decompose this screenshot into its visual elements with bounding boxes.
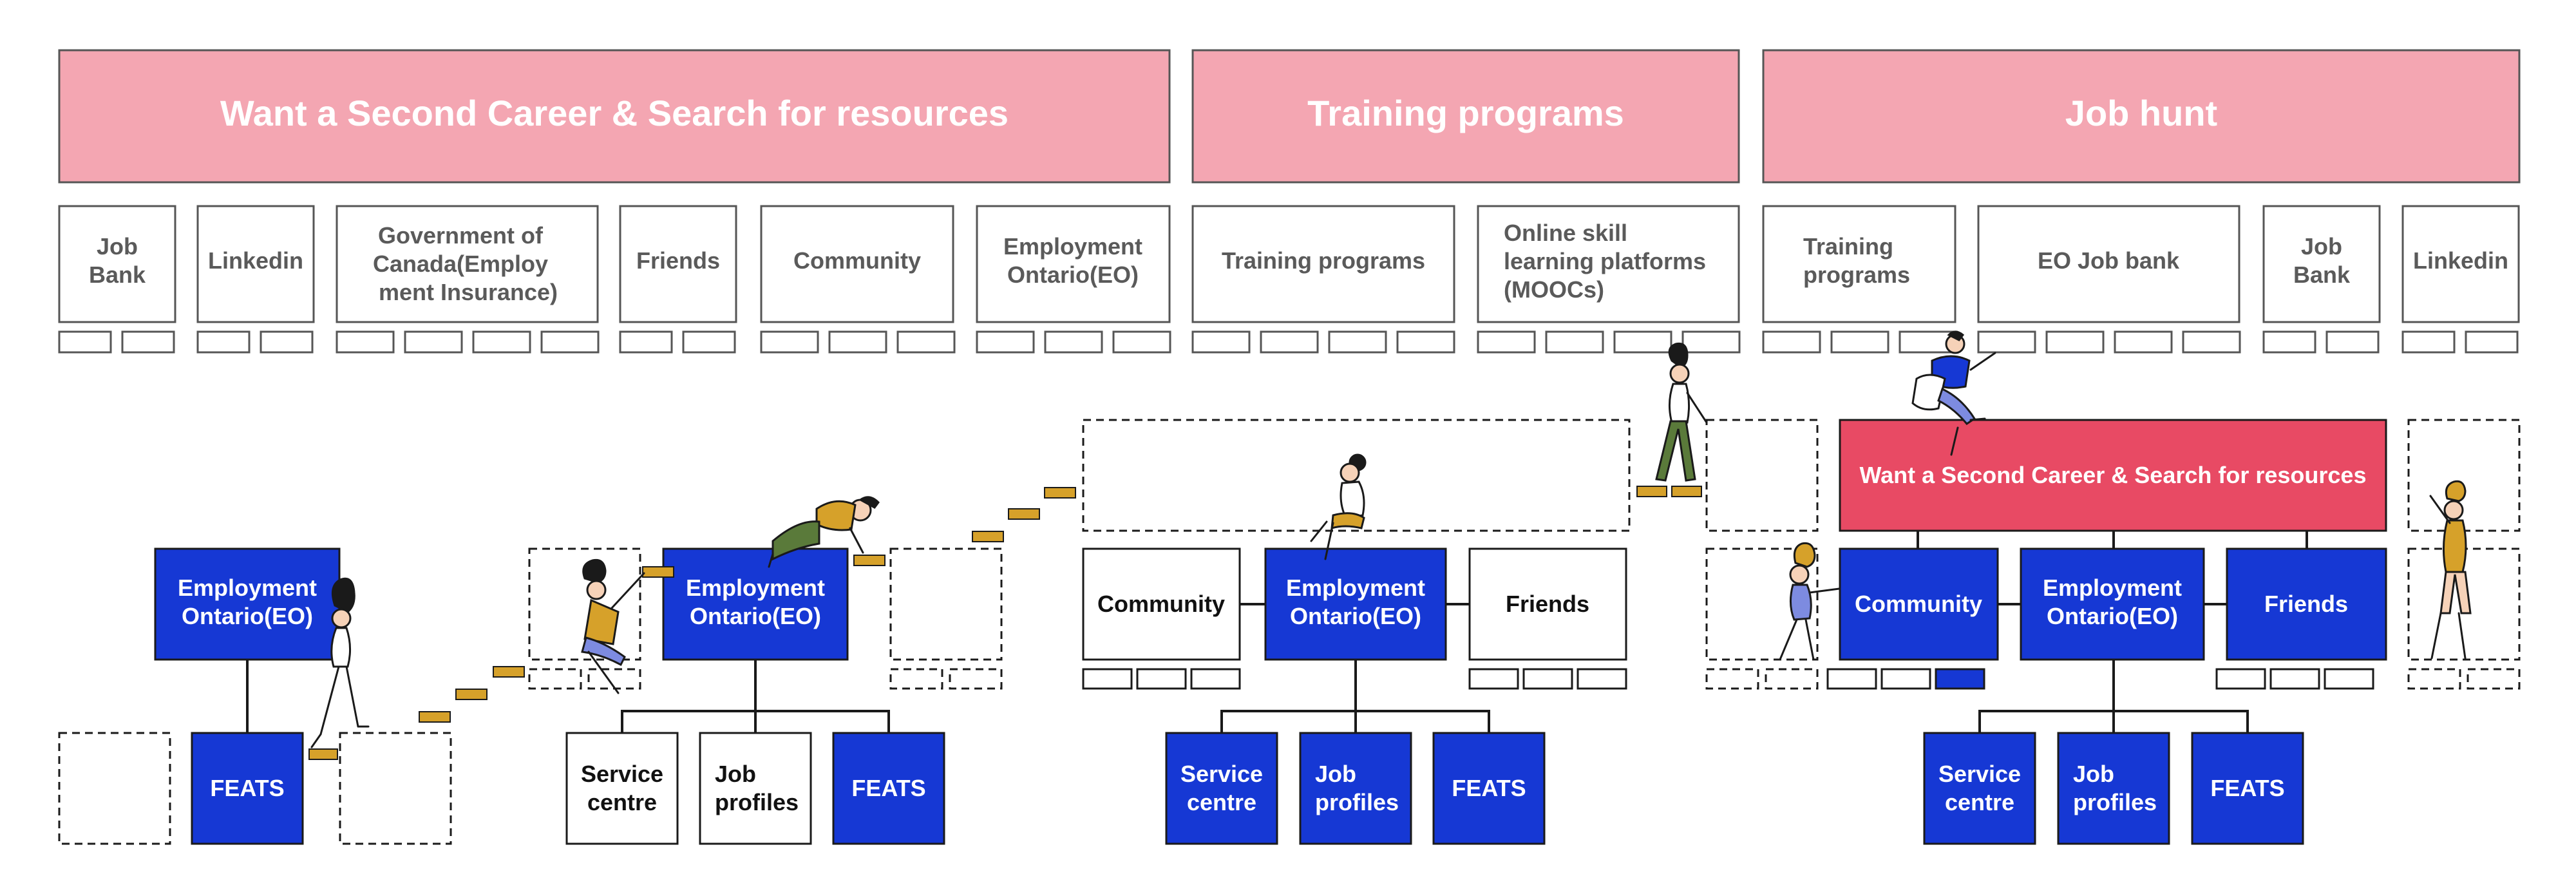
source-label-training-1: Training programs (1222, 247, 1425, 274)
person-climbing-box-icon (1911, 330, 1996, 456)
source-box-government (336, 205, 599, 323)
person-climbing-icon (581, 558, 645, 694)
svg-text:FEATS: FEATS (210, 775, 284, 801)
source-boxes (58, 205, 2520, 323)
source-box-job-bank-2 (2262, 205, 2381, 323)
person-waving-icon (2429, 480, 2472, 660)
node-s4-friends: Friends (2226, 547, 2387, 661)
phase-2-title: Training programs (1307, 93, 1624, 133)
source-box-mooc (1477, 205, 1740, 323)
source-box-training-1 (1191, 205, 1455, 323)
svg-text:Friends: Friends (2264, 591, 2348, 617)
source-label-linkedin-1: Linkedin (208, 247, 303, 274)
source-box-community (760, 205, 954, 323)
connector-lines (246, 531, 2308, 733)
svg-text:Want a Second Career & Search: Want a Second Career & Search for resour… (1860, 462, 2367, 488)
svg-text:Community: Community (1097, 591, 1225, 617)
source-label-linkedin-2: Linkedin (2413, 247, 2508, 274)
person-stepping-icon (1655, 342, 1708, 482)
phase-header-3: Job hunt (1762, 49, 2521, 184)
svg-text:FEATS: FEATS (851, 775, 925, 801)
phase-header-1: Want a Second Career & Search for resour… (58, 49, 1171, 184)
node-s3-community: Community (1082, 547, 1241, 661)
node-s2-feats: FEATS (832, 732, 945, 845)
source-box-linkedin-2 (2401, 205, 2520, 323)
phase-3-title: Job hunt (2065, 93, 2217, 133)
phase-1-title: Want a Second Career & Search for resour… (220, 93, 1009, 133)
source-box-linkedin-1 (196, 205, 315, 323)
phase-header-2: Training programs (1191, 49, 1740, 184)
source-box-training-2 (1762, 205, 1956, 323)
person-pushing-icon (1779, 542, 1841, 661)
person-walking-icon (310, 577, 370, 748)
stair-steps (308, 486, 1702, 760)
source-label-community: Community (793, 247, 921, 274)
svg-text:FEATS: FEATS (2210, 775, 2284, 801)
node-s4-top: Want a Second Career & Search for resour… (1839, 419, 2387, 532)
source-rating-cells (58, 330, 2519, 354)
source-box-friends (619, 205, 737, 323)
node-s1-feats: FEATS (191, 732, 304, 845)
svg-text:Friends: Friends (1506, 591, 1589, 617)
svg-text:Community: Community (1855, 591, 1982, 617)
node-s3-feats: FEATS (1432, 732, 1546, 845)
source-box-eo-job-bank (1977, 205, 2240, 323)
person-crawling-icon (768, 496, 880, 568)
source-label-eo-job-bank: EO Job bank (2038, 247, 2180, 274)
stage-rating-cells (1082, 668, 2374, 690)
source-box-eo (976, 205, 1171, 323)
dashed-placeholders (58, 419, 2521, 845)
source-label-friends: Friends (636, 247, 720, 274)
person-sitting-icon (1310, 453, 1367, 560)
svg-text:FEATS: FEATS (1452, 775, 1526, 801)
node-s4-community: Community (1839, 547, 1999, 661)
node-s3-friends: Friends (1468, 547, 1627, 661)
node-s4-feats: FEATS (2191, 732, 2304, 845)
source-box-job-bank-1 (58, 205, 176, 323)
